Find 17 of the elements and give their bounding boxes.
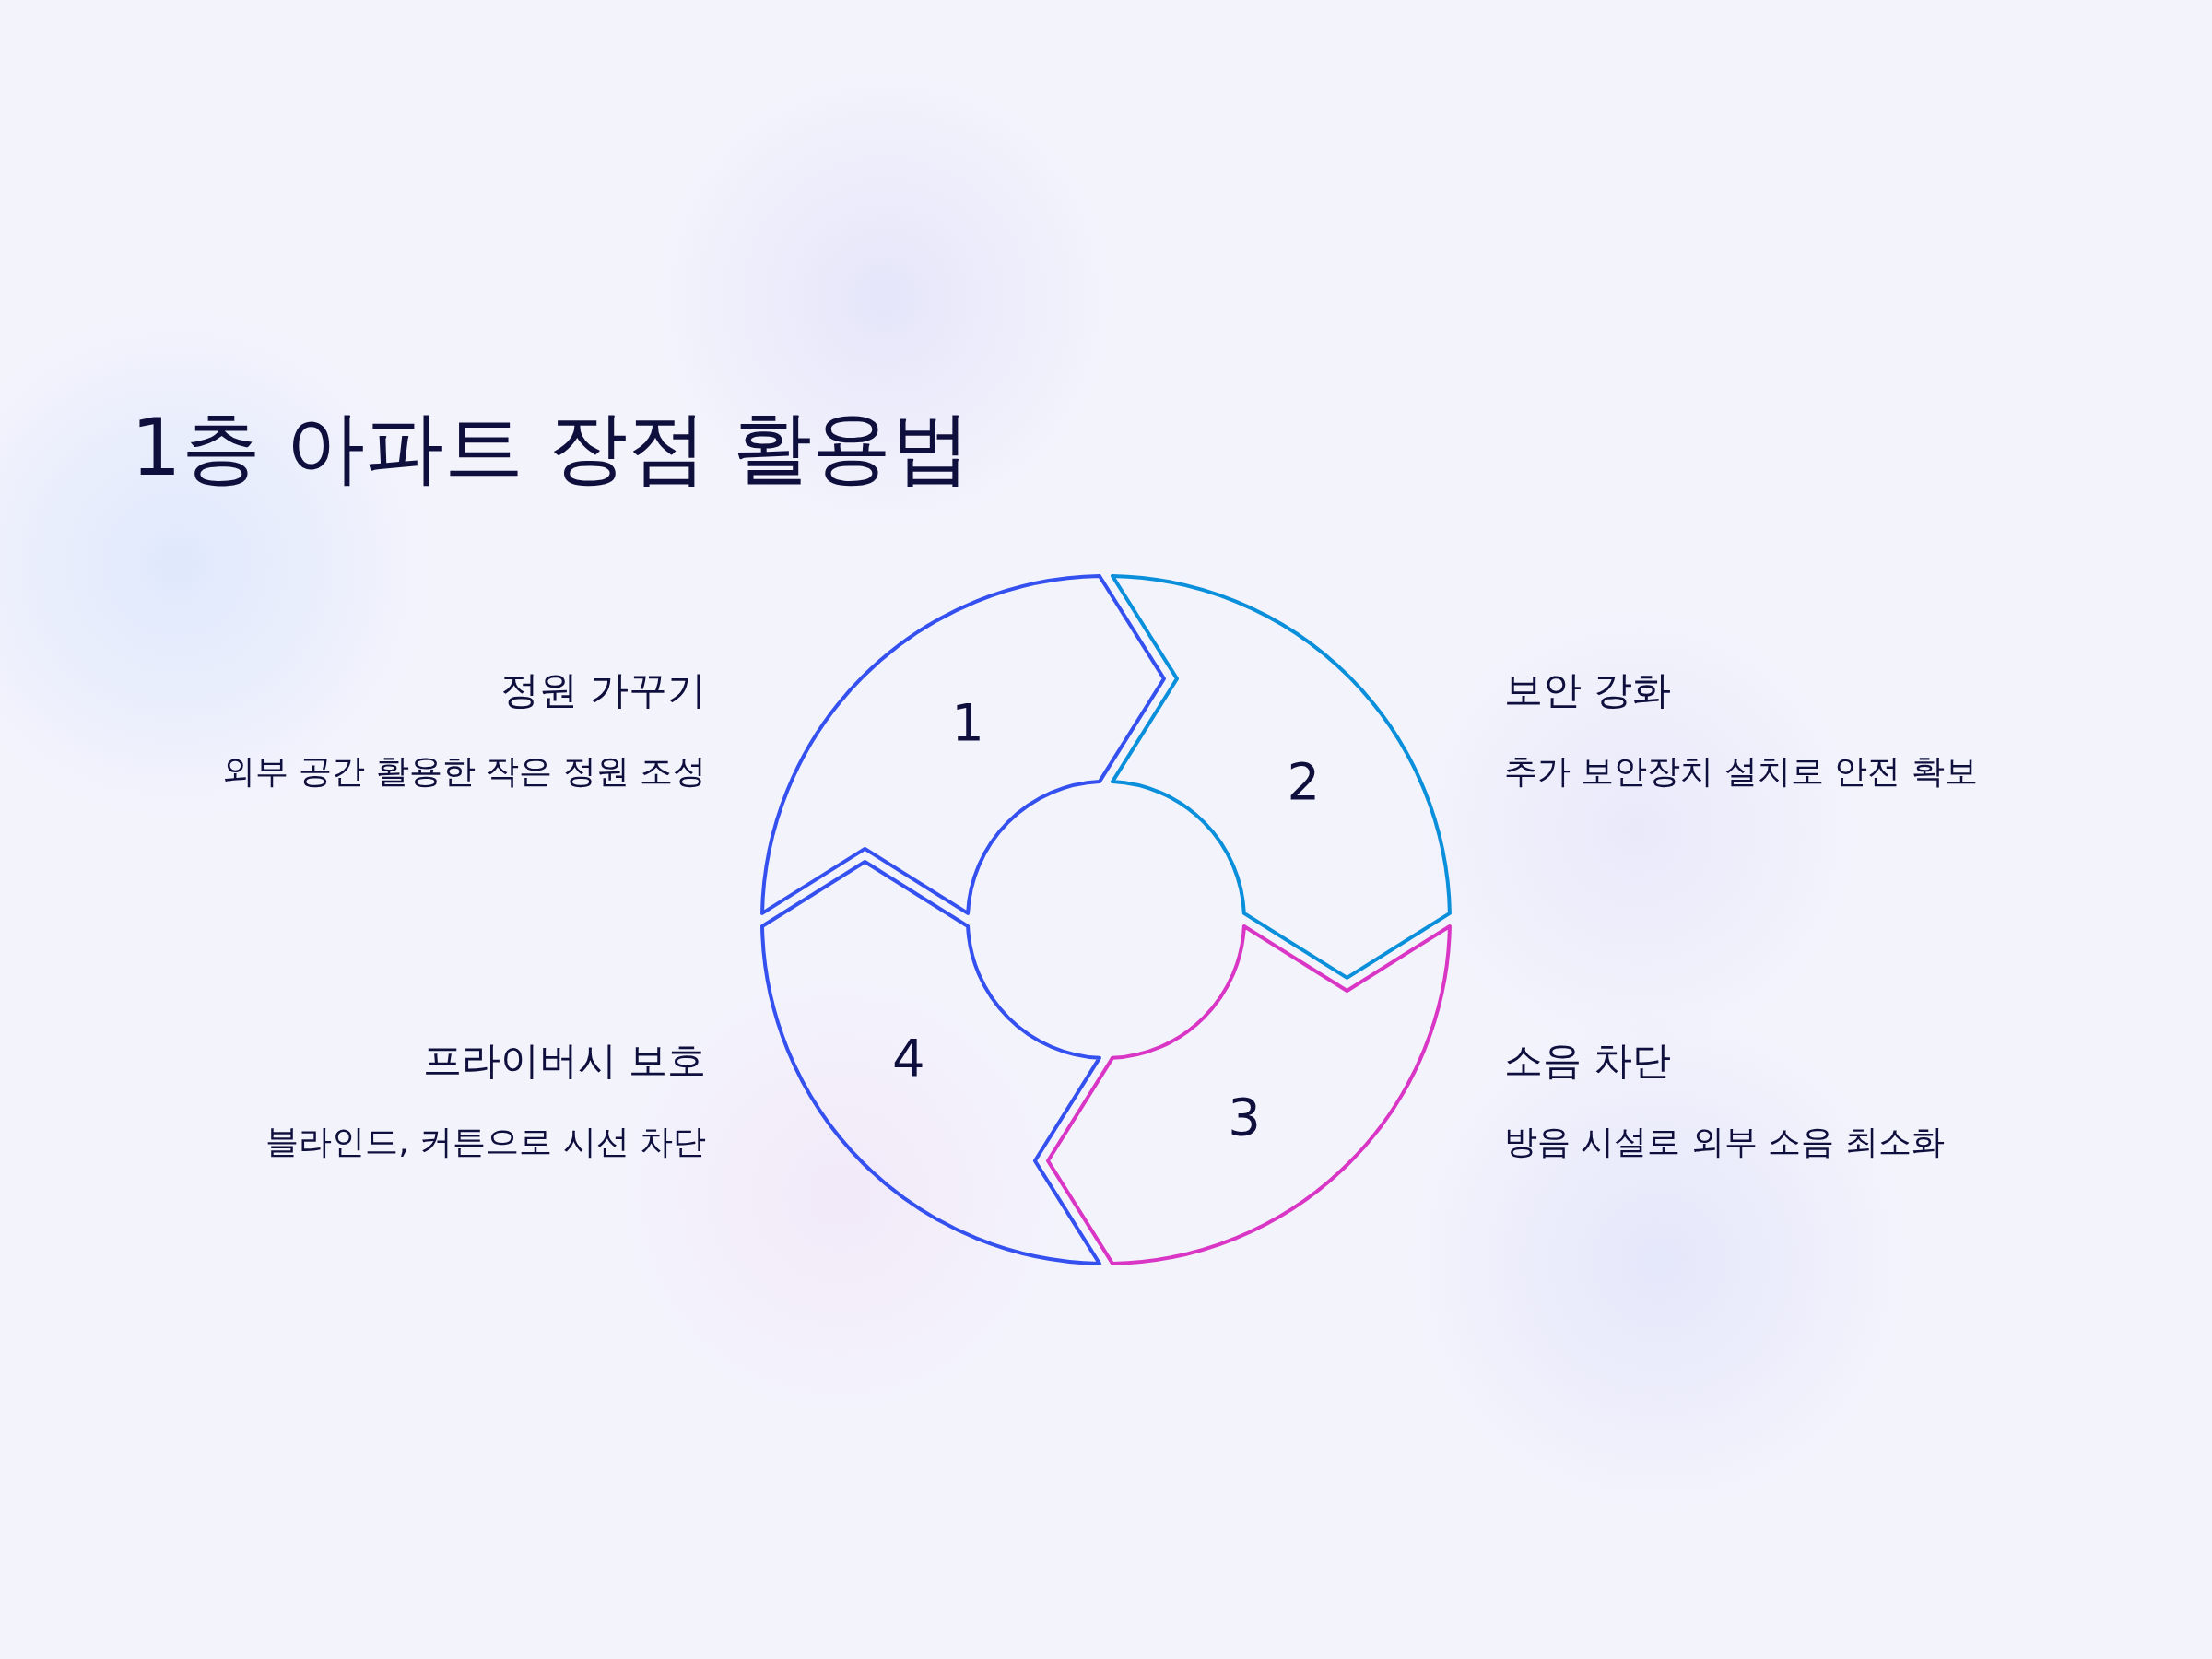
- item-heading: 정원 가꾸기: [500, 666, 706, 714]
- item-heading: 보안 강화: [1504, 666, 1672, 714]
- title: 1층 아파트 장점 활용법: [131, 400, 971, 495]
- step-number: 2: [1287, 756, 1320, 807]
- item-description: 추가 보안장치 설치로 안전 확보: [1504, 751, 1978, 792]
- item-description: 방음 시설로 외부 소음 최소화: [1504, 1122, 1945, 1162]
- ring-segment: [760, 574, 1166, 915]
- step-number: 3: [1228, 1091, 1261, 1144]
- step-number: 4: [891, 1032, 925, 1084]
- step-number: 1: [951, 696, 984, 748]
- item-heading: 소음 차단: [1504, 1037, 1672, 1085]
- ring-segment: [760, 860, 1101, 1265]
- item-description: 외부 공간 활용한 작은 정원 조성: [221, 751, 706, 792]
- ring-segment: [1046, 924, 1452, 1265]
- item-heading: 프라이버시 보호: [422, 1037, 706, 1085]
- item-description: 블라인드, 커튼으로 시선 차단: [265, 1122, 706, 1162]
- ring-segment: [1111, 574, 1452, 980]
